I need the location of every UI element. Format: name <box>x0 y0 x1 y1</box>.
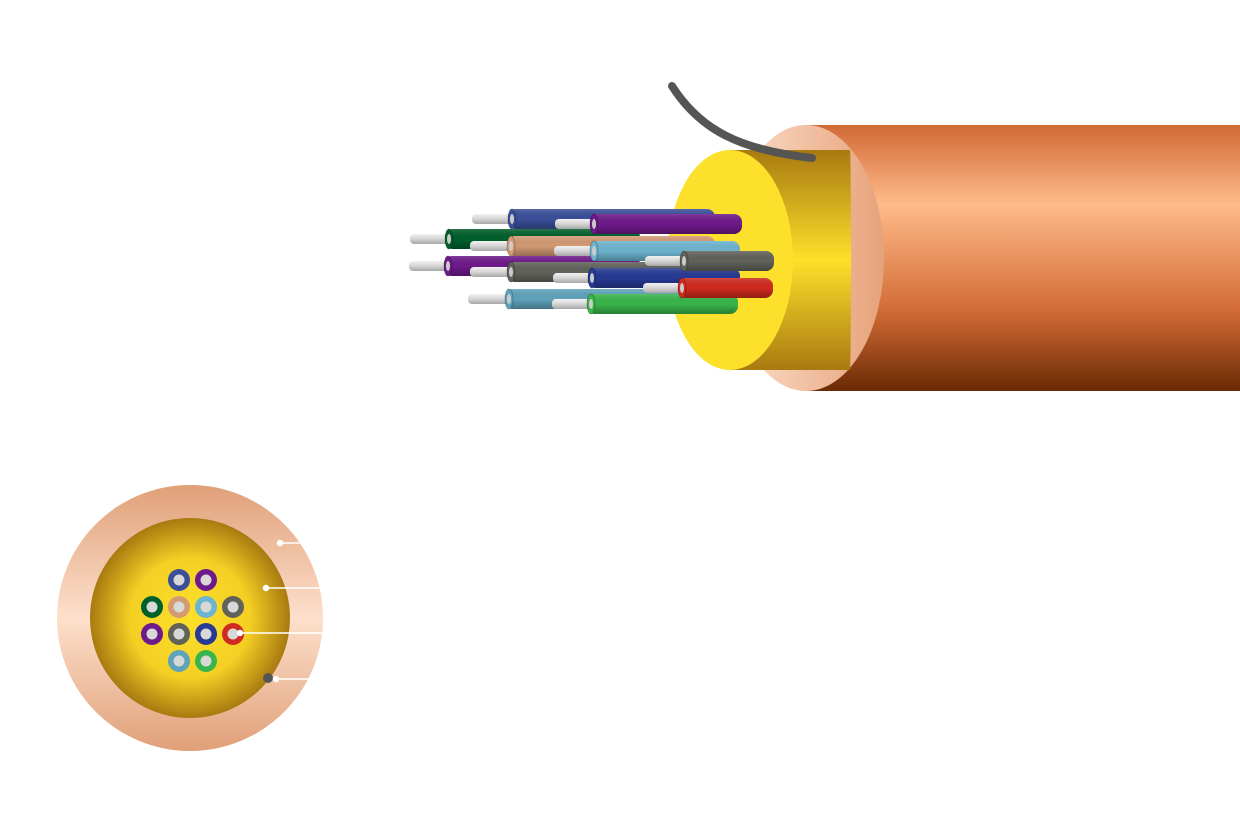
fiber-core <box>592 246 596 256</box>
fiber-tube <box>555 213 742 235</box>
bare-fiber <box>410 234 449 244</box>
leader-lines <box>236 539 323 683</box>
fiber-tube <box>643 277 773 299</box>
cross-section-fiber <box>195 623 217 645</box>
tube-shade <box>590 214 742 234</box>
bare-fiber <box>468 294 509 304</box>
cross-section-fiber <box>195 569 217 591</box>
fiber-core <box>200 574 212 586</box>
fiber-core <box>200 628 212 640</box>
fiber-core <box>173 601 185 613</box>
fiber-core <box>200 601 212 613</box>
cross-section-fiber <box>168 650 190 672</box>
fiber-core <box>146 601 158 613</box>
cross-section-fiber <box>168 623 190 645</box>
cross-section-fiber <box>222 596 244 618</box>
fiber-core <box>447 234 451 244</box>
fiber-tube <box>645 250 774 272</box>
fiber-tube <box>552 293 738 315</box>
fiber-core <box>509 241 513 251</box>
fiber-core <box>592 219 596 229</box>
cross-section-fiber <box>168 569 190 591</box>
cross-section-filler <box>90 518 290 718</box>
bare-fiber <box>553 273 592 283</box>
fiber-core <box>173 655 185 667</box>
cable-cross-section <box>57 485 323 751</box>
fiber-core <box>590 273 594 283</box>
bare-fiber <box>472 214 512 224</box>
filler-body-end <box>849 150 851 370</box>
bare-fiber <box>409 261 448 271</box>
cross-section-fiber <box>141 623 163 645</box>
fiber-core <box>507 294 511 304</box>
fiber-core <box>510 214 514 224</box>
fiber-core <box>173 628 185 640</box>
fiber-core <box>682 256 686 266</box>
cross-section-fiber <box>168 596 190 618</box>
fiber-core <box>146 628 158 640</box>
cross-section-fibers <box>141 569 244 672</box>
bare-fiber <box>470 241 511 251</box>
bare-fiber <box>643 283 682 293</box>
ripcord <box>668 82 816 162</box>
cross-section-fiber <box>195 650 217 672</box>
cross-section-fiber <box>141 596 163 618</box>
cross-section-ripcord <box>263 673 273 683</box>
bare-fiber <box>470 267 511 277</box>
fiber-core <box>200 655 212 667</box>
tube-shade <box>587 294 738 314</box>
fiber-tubes <box>409 208 774 315</box>
fiber-core <box>446 261 450 271</box>
bare-fiber <box>555 219 594 229</box>
cross-section-fiber <box>195 596 217 618</box>
bare-fiber <box>645 256 684 266</box>
bare-fiber <box>554 246 594 256</box>
fiber-core <box>227 628 239 640</box>
tube-shade <box>680 251 774 271</box>
tube-shade <box>678 278 773 298</box>
fiber-core <box>227 601 239 613</box>
fiber-core <box>509 267 513 277</box>
fiber-core <box>680 283 684 293</box>
bare-fiber <box>552 299 591 309</box>
cross-section-fiber <box>222 623 244 645</box>
fiber-core <box>173 574 185 586</box>
fiber-core <box>589 299 593 309</box>
cable-side-view <box>409 82 1240 391</box>
